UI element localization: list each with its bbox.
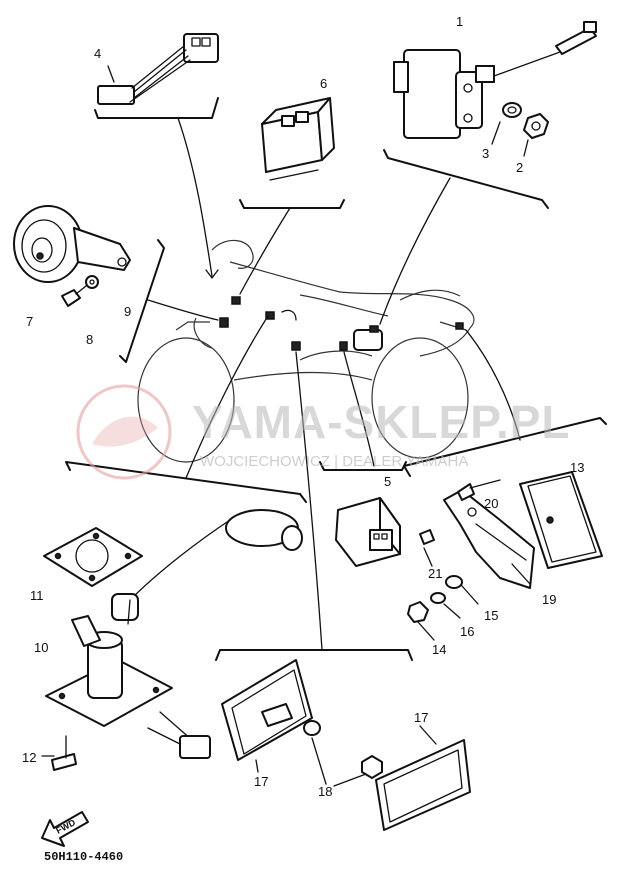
reflector-bracket-parts — [407, 471, 603, 641]
watermark-main-text: YAMA-SKLEP.PL — [192, 396, 571, 448]
callout-14: 14 — [432, 642, 446, 657]
callout-13: 13 — [570, 460, 584, 475]
callout-19: 19 — [542, 592, 556, 607]
flasher-relay-part — [335, 497, 401, 567]
callout-labels: 1 2 3 4 5 6 7 8 9 10 11 12 13 14 15 16 1… — [22, 14, 584, 799]
callout-6: 6 — [320, 76, 327, 91]
callout-12: 12 — [22, 750, 36, 765]
figure-code: 50H110-4460 — [44, 850, 123, 864]
callout-2: 2 — [516, 160, 523, 175]
callout-8: 8 — [86, 332, 93, 347]
callout-3: 3 — [482, 146, 489, 161]
fuel-sender-part — [41, 509, 303, 771]
callout-21: 21 — [428, 566, 442, 581]
callout-9: 9 — [124, 304, 131, 319]
forward-arrow: FWD — [41, 811, 89, 847]
harness-connector-part — [97, 33, 219, 105]
nut-washer-parts — [491, 102, 549, 157]
relay-part — [261, 97, 335, 181]
side-reflector-part-right — [375, 725, 471, 831]
callout-15: 15 — [484, 608, 498, 623]
side-reflector-part-left — [221, 659, 383, 787]
callout-17-right: 17 — [414, 710, 428, 725]
starter-relay-part — [393, 21, 597, 139]
group-brackets — [65, 97, 607, 661]
watermark-sub-text: WOJCIECHOWICZ | DEALER YAMAHA — [200, 453, 468, 470]
callout-4: 4 — [94, 46, 101, 61]
callout-16: 16 — [460, 624, 474, 639]
callout-7: 7 — [26, 314, 33, 329]
callout-20: 20 — [484, 496, 498, 511]
callout-18: 18 — [318, 784, 332, 799]
callout-17-left: 17 — [254, 774, 268, 789]
callout-11: 11 — [30, 588, 44, 603]
watermark: YAMA-SKLEP.PL WOJCIECHOWICZ | DEALER YAM… — [76, 384, 571, 480]
horn-part — [13, 205, 131, 307]
callout-1: 1 — [456, 14, 463, 29]
watermark-logo — [76, 384, 172, 480]
callout-10: 10 — [34, 640, 48, 655]
callout-5: 5 — [384, 474, 391, 489]
